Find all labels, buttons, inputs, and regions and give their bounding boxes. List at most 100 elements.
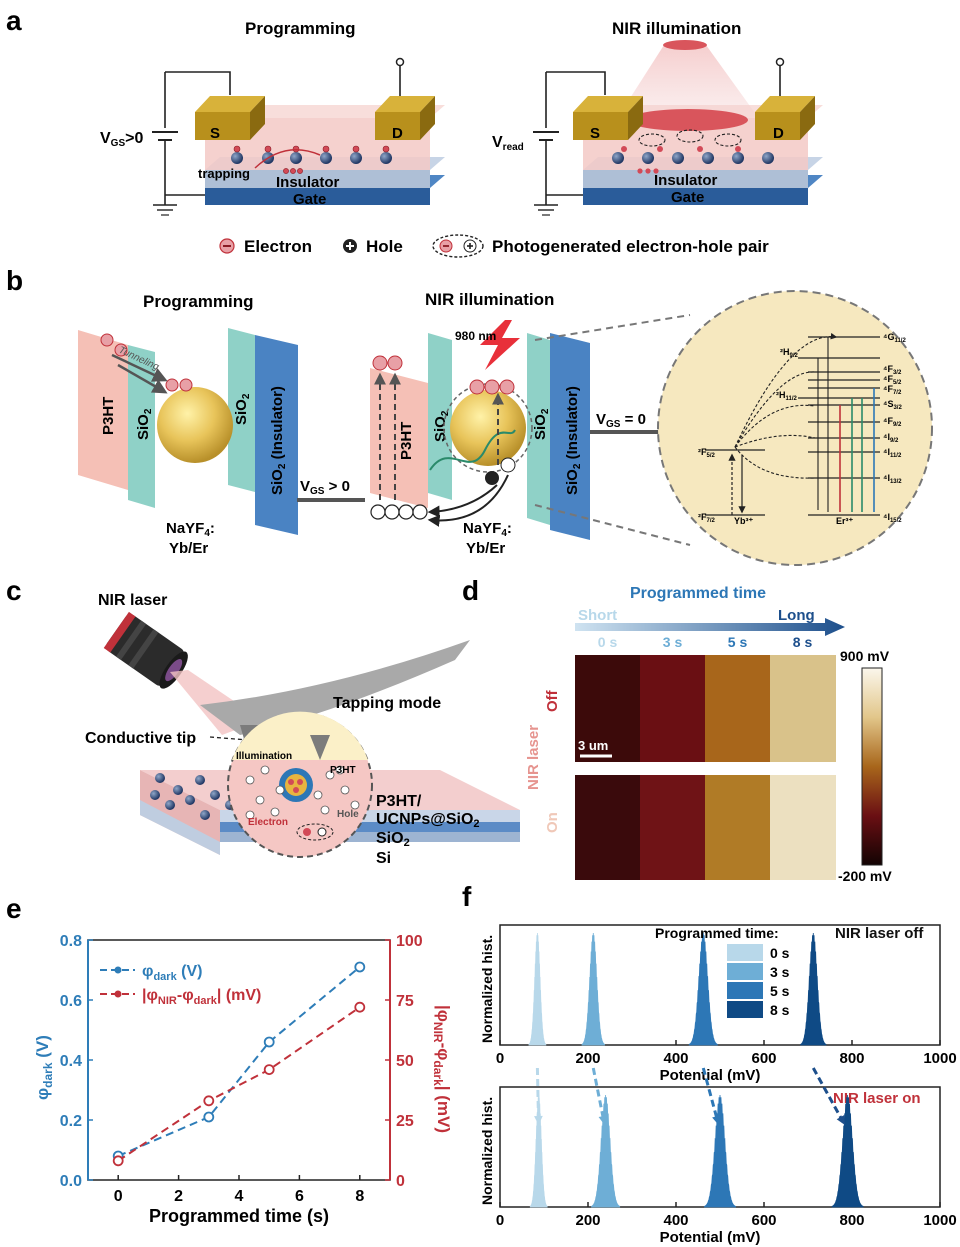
scale-bar-label: 3 um bbox=[578, 738, 608, 753]
panel-letter-f: f bbox=[462, 881, 472, 912]
x-tick-label: 600 bbox=[751, 1212, 776, 1229]
panel-letter-a: a bbox=[6, 5, 22, 36]
stack-label-2: UCNPs@SiO2 bbox=[376, 811, 480, 830]
y-left-tick-label: 0.6 bbox=[60, 993, 82, 1010]
shift-arrow bbox=[701, 1067, 721, 1126]
panel-letter-d: d bbox=[462, 575, 479, 606]
device-programming: S D trapping Insulator Gate VGS>0 bbox=[100, 57, 445, 216]
p3ht-label-mid: P3HT bbox=[398, 422, 415, 460]
short-label: Short bbox=[578, 607, 617, 624]
hist-peak bbox=[831, 1094, 864, 1208]
x-tick-label: 800 bbox=[839, 1212, 864, 1229]
level-i92: ⁴I9/2 bbox=[883, 432, 899, 444]
y-left-tick-label: 0.2 bbox=[60, 1113, 82, 1130]
map-off-cell bbox=[640, 655, 706, 762]
panel-b-mid-title: NIR illumination bbox=[425, 290, 554, 309]
conductive-tip-label: Conductive tip bbox=[85, 730, 196, 747]
shift-arrow-head bbox=[534, 1115, 543, 1125]
legend-item-label: 0 s bbox=[770, 945, 790, 961]
hist-peak bbox=[591, 1094, 621, 1208]
sio2-label-left2: SiO2 bbox=[233, 393, 252, 425]
legend-pair-label: Photogenerated electron-hole pair bbox=[492, 237, 769, 256]
level-f52: ⁴F5/2 bbox=[883, 374, 902, 386]
series-line bbox=[117, 966, 361, 1157]
hist-peak bbox=[800, 932, 827, 1046]
x-tick-label: 400 bbox=[663, 1050, 688, 1067]
x-tick-label: 200 bbox=[575, 1212, 600, 1229]
x-tick-label: 1000 bbox=[923, 1050, 956, 1067]
colorbar-min: -200 mV bbox=[838, 868, 892, 884]
np-label-mid-2: Yb/Er bbox=[466, 540, 505, 557]
sio2-label-mid2: SiO2 bbox=[532, 408, 551, 440]
source-label: S bbox=[210, 125, 220, 142]
sio2-insulator-label-left: SiO2 (Insulator) bbox=[269, 386, 288, 495]
legend-item-label: 8 s bbox=[770, 1002, 790, 1018]
np-label-mid-1: NaYF4: bbox=[463, 520, 512, 539]
x-tick-label: 2 bbox=[174, 1188, 183, 1205]
hist-note: NIR laser off bbox=[835, 925, 924, 942]
x-tick-label: 4 bbox=[235, 1188, 244, 1205]
data-point bbox=[112, 1155, 124, 1167]
hist-peak bbox=[529, 1094, 548, 1208]
x-tick-label: 0 bbox=[496, 1050, 504, 1067]
panel-letter-b: b bbox=[6, 265, 23, 296]
time-label: 8 s bbox=[793, 634, 813, 650]
map-on-cell bbox=[705, 775, 771, 880]
nir-laser-label: NIR laser bbox=[98, 592, 167, 609]
chart-e-legend: φdark (V) |φNIR-φdark| (mV) bbox=[100, 963, 261, 1007]
nir-laser-row-label: NIR laser bbox=[525, 725, 542, 790]
x-tick-label: 400 bbox=[663, 1212, 688, 1229]
stack-label-3: SiO2 bbox=[376, 830, 410, 849]
sio2-label-left: SiO2 bbox=[135, 408, 154, 440]
chart-e-ylabel-left: φdark (V) bbox=[33, 1035, 55, 1100]
time-label: 5 s bbox=[728, 634, 748, 650]
shift-arrow-head bbox=[836, 1115, 845, 1125]
source-label-right: S bbox=[590, 125, 600, 142]
map-off-cell bbox=[575, 655, 641, 762]
y-axis-label: Normalized hist. bbox=[479, 935, 495, 1043]
band-programming: P3HT SiO2 SiO2 SiO2 (Insulator) Tunnelin… bbox=[78, 328, 365, 557]
chart-e-ylabel-right: |φNIR-φdark| (mV) bbox=[431, 1005, 453, 1133]
afm-stack: Illumination P3HT Electron Hole bbox=[140, 640, 520, 858]
drain-label-right: D bbox=[773, 125, 784, 142]
level-g112: ⁴G11/2 bbox=[883, 332, 906, 344]
legend-item-label: 5 s bbox=[770, 983, 790, 999]
y-right-tick-label: 50 bbox=[396, 1053, 414, 1070]
y-left-tick-label: 0.4 bbox=[60, 1053, 82, 1070]
shift-arrow-head bbox=[712, 1115, 721, 1125]
panel-a-left-title: Programming bbox=[245, 19, 356, 38]
colorbar-max: 900 mV bbox=[840, 648, 890, 664]
vgs-eq-label: VGS = 0 bbox=[596, 411, 646, 430]
electron-label-c: Electron bbox=[248, 817, 288, 828]
map-off-cell bbox=[770, 655, 836, 762]
legend-nir-label: |φNIR-φdark| (mV) bbox=[142, 987, 261, 1007]
level-f32: ⁴F3/2 bbox=[883, 364, 902, 376]
shift-arrow bbox=[591, 1067, 607, 1126]
long-label: Long bbox=[778, 607, 815, 624]
panel-a-legend: Electron Hole Photogenerated electron-ho… bbox=[219, 234, 769, 258]
hist-peak bbox=[704, 1094, 736, 1208]
gate-label-left: Gate bbox=[293, 191, 326, 208]
panel-a-right-title: NIR illumination bbox=[612, 19, 741, 38]
legend-swatch bbox=[727, 944, 763, 961]
x-axis-label: Potential (mV) bbox=[660, 1229, 761, 1246]
np-label-left-2: Yb/Er bbox=[169, 540, 208, 557]
legend-item-label: 3 s bbox=[770, 964, 790, 980]
row-off-label: Off bbox=[544, 689, 561, 712]
plot-frame bbox=[87, 939, 391, 1181]
kpfm-maps bbox=[575, 655, 836, 880]
row-on-label: On bbox=[544, 812, 561, 833]
tapping-mode-label: Tapping mode bbox=[333, 695, 441, 712]
data-point bbox=[263, 1064, 275, 1075]
x-tick-label: 1000 bbox=[923, 1212, 956, 1229]
vgs-label: VGS>0 bbox=[100, 130, 143, 149]
series-line bbox=[117, 1006, 361, 1162]
x-tick-label: 600 bbox=[751, 1050, 776, 1067]
programmed-time-header: Programmed time bbox=[630, 585, 766, 602]
legend-electron-label: Electron bbox=[244, 237, 312, 256]
shift-arrow bbox=[535, 1067, 541, 1126]
x-axis-label: Programmed time (s) bbox=[149, 1206, 329, 1226]
y-right-tick-label: 100 bbox=[396, 933, 423, 950]
laser-lens bbox=[103, 611, 262, 735]
